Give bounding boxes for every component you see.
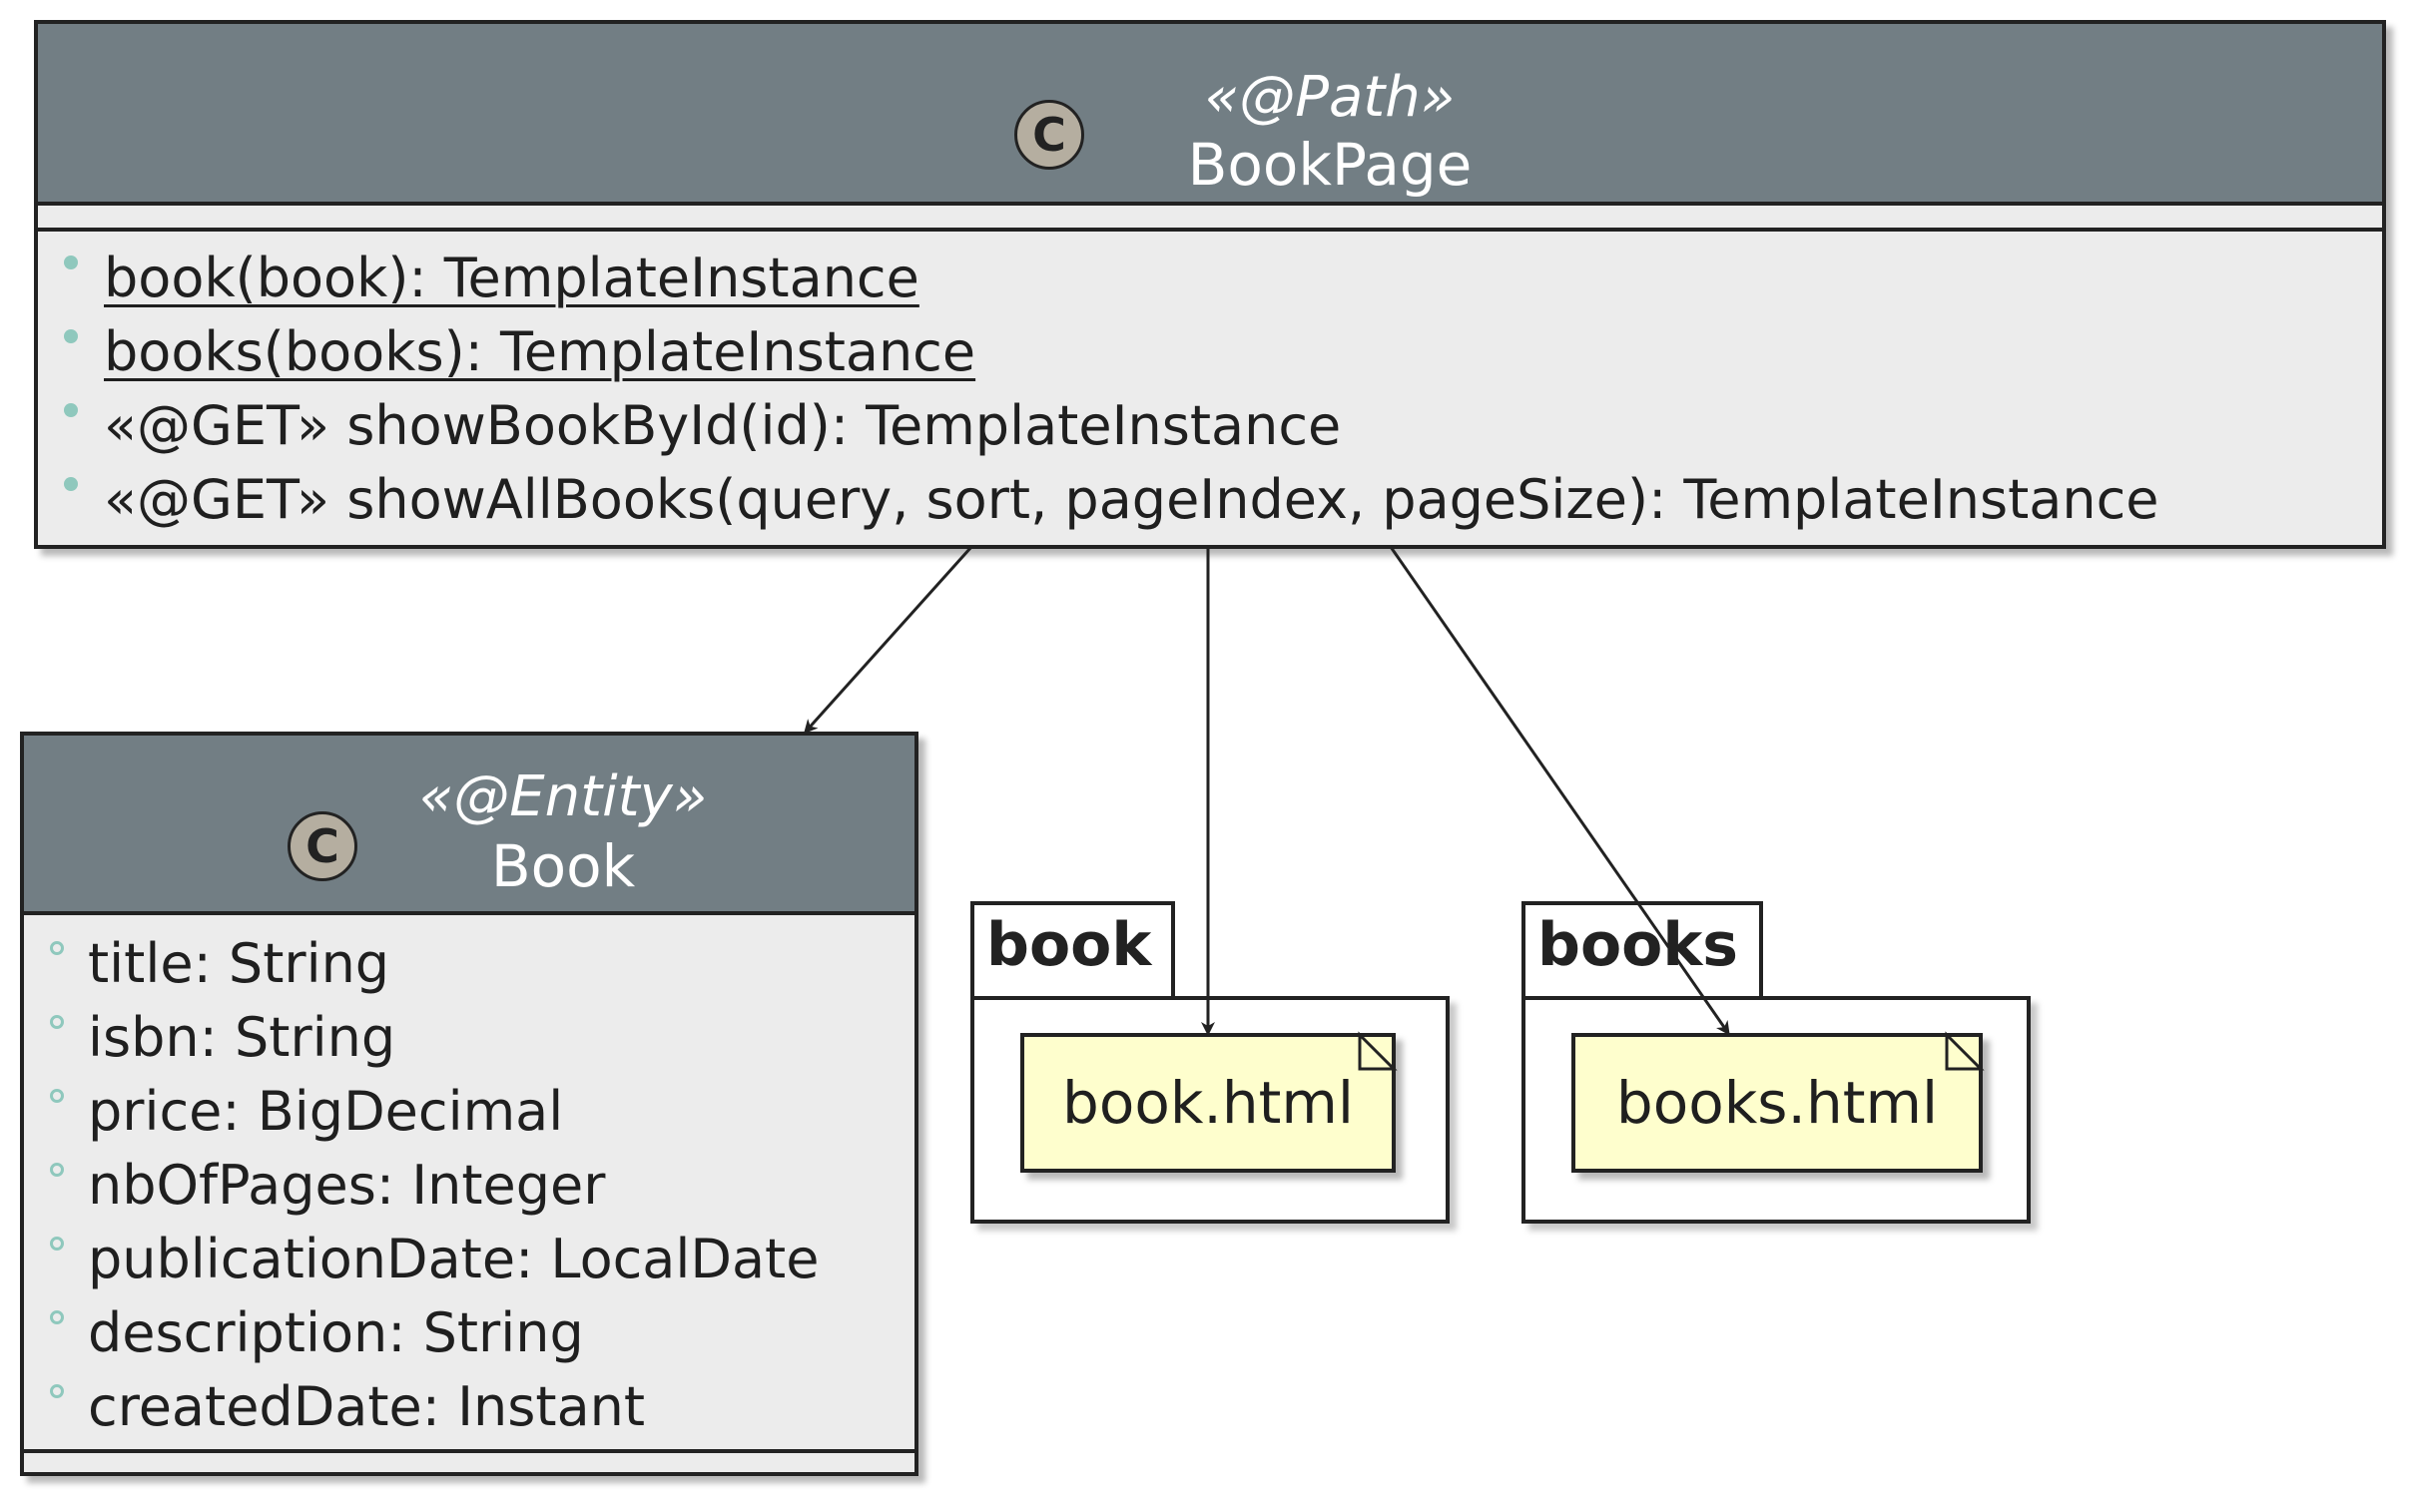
public-method-icon xyxy=(64,403,78,417)
book-methods-separator xyxy=(24,1449,914,1453)
class-circle-icon: C xyxy=(1014,100,1084,170)
private-field-icon xyxy=(50,1310,64,1324)
bookpage-method: «@GET» showAllBooks(query, sort, pageInd… xyxy=(104,468,2159,531)
book-field: price: BigDecimal xyxy=(88,1080,564,1143)
bookpage-fields-separator xyxy=(38,228,2382,232)
bookpage-method: books(books): TemplateInstance xyxy=(104,320,976,383)
book-header: C «@Entity» Book xyxy=(24,736,914,915)
bookpage-method: «@GET» showBookById(id): TemplateInstanc… xyxy=(104,394,1342,457)
arrow-bookpage-to-book xyxy=(803,545,973,735)
class-circle-icon: C xyxy=(288,811,357,881)
public-method-icon xyxy=(64,477,78,491)
private-field-icon xyxy=(50,1384,64,1398)
package-books-tab: books xyxy=(1521,901,1763,1001)
public-method-icon xyxy=(64,255,78,269)
book-field: publicationDate: LocalDate xyxy=(88,1228,820,1290)
book-field: description: String xyxy=(88,1301,584,1364)
note-book-html[interactable]: book.html xyxy=(1020,1033,1396,1173)
private-field-icon xyxy=(50,1163,64,1177)
book-field: nbOfPages: Integer xyxy=(88,1154,606,1217)
bookpage-method: book(book): TemplateInstance xyxy=(104,247,919,309)
book-field: isbn: String xyxy=(88,1006,396,1069)
private-field-icon xyxy=(50,1089,64,1103)
book-stereotype: «@Entity» xyxy=(418,764,708,829)
public-method-icon xyxy=(64,329,78,343)
book-field: createdDate: Instant xyxy=(88,1375,646,1438)
private-field-icon xyxy=(50,1015,64,1029)
bookpage-stereotype: «@Path» xyxy=(1204,65,1456,130)
book-field: title: String xyxy=(88,932,390,995)
private-field-icon xyxy=(50,941,64,955)
book-entity-class[interactable]: C «@Entity» Book title: String isbn: Str… xyxy=(20,732,918,1476)
package-book-tab: book xyxy=(970,901,1175,1001)
bookpage-class[interactable]: C «@Path» BookPage book(book): TemplateI… xyxy=(34,20,2386,549)
book-name: Book xyxy=(490,832,636,900)
note-books-html[interactable]: books.html xyxy=(1571,1033,1983,1173)
private-field-icon xyxy=(50,1237,64,1251)
bookpage-header: C «@Path» BookPage xyxy=(38,24,2382,206)
bookpage-name: BookPage xyxy=(1187,131,1473,199)
